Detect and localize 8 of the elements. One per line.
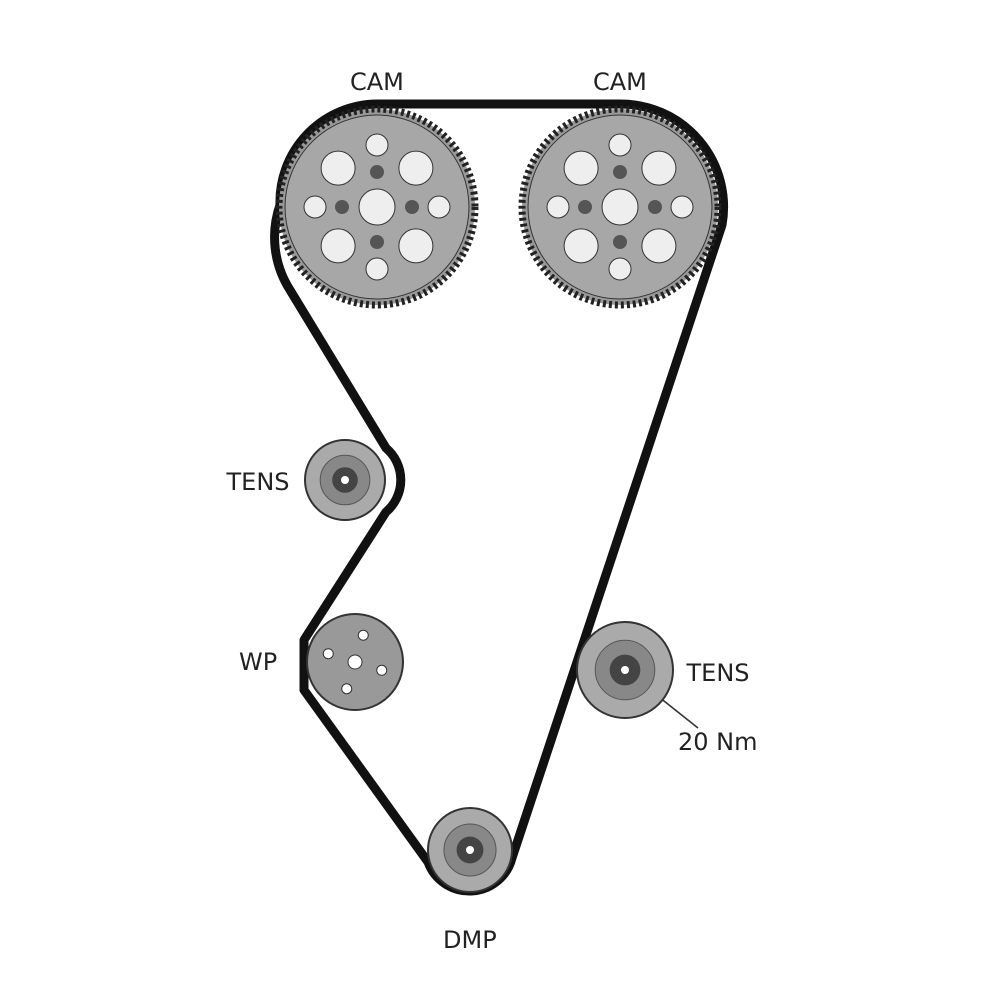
- torque-value: 20 Nm: [678, 728, 758, 756]
- pulley-label: CAM: [350, 68, 404, 96]
- pulley-label: TENS: [686, 659, 750, 687]
- leader-line: [662, 699, 698, 729]
- pulley-label: TENS: [226, 468, 290, 496]
- pulley-label: CAM: [593, 68, 647, 96]
- pulley-label: WP: [239, 648, 278, 676]
- pulley-label: DMP: [443, 926, 497, 954]
